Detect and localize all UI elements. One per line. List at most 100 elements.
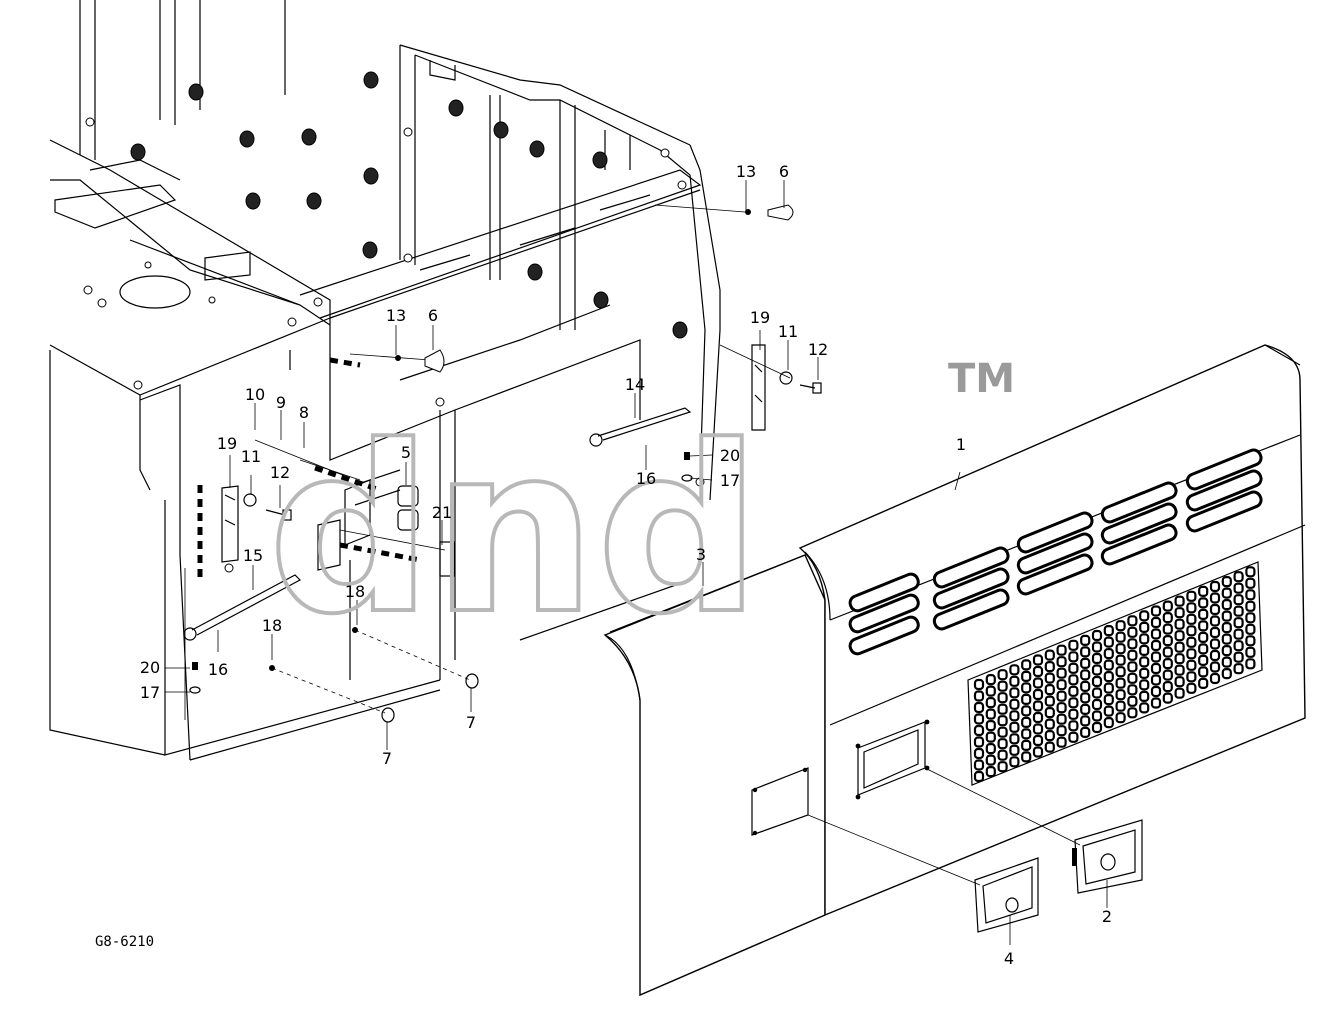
grille-hole [1186, 602, 1197, 614]
callout-17-left: 17 [140, 683, 160, 702]
grille-hole [997, 715, 1008, 727]
grille-hole [985, 719, 996, 732]
grille-hole [1056, 656, 1067, 668]
callout-13-top: 13 [736, 162, 756, 181]
grille-hole [1245, 612, 1256, 624]
grille-hole [1115, 643, 1126, 655]
door-panel-1 [798, 344, 1306, 917]
grille-hole [1021, 682, 1032, 694]
callout-12-left: 12 [270, 463, 290, 482]
grille-hole [985, 685, 996, 697]
grille-hole [997, 726, 1008, 738]
grille-hole [1209, 580, 1221, 593]
grille-hole [1150, 605, 1162, 617]
grille-hole [1233, 640, 1244, 652]
grille-hole [1009, 756, 1020, 768]
grille-hole [1080, 669, 1091, 681]
grille-hole [1150, 639, 1162, 652]
grille-hole [1068, 685, 1079, 697]
callout-11-right: 11 [778, 322, 798, 341]
callout-19-left: 19 [217, 434, 237, 453]
grille-hole [1009, 664, 1020, 676]
grille-hole [1150, 697, 1162, 709]
grille-hole [1091, 652, 1103, 665]
grille-hole [1127, 672, 1138, 684]
grille-hole [1032, 665, 1044, 678]
grille-hole [1174, 630, 1185, 642]
grille-hole [1162, 623, 1173, 635]
grille-hole [973, 747, 985, 760]
trademark-mark: TM [948, 356, 1015, 402]
grille-hole [1139, 610, 1150, 622]
grille-hole [973, 759, 985, 771]
grille-hole [1186, 648, 1197, 660]
grille-hole [1245, 646, 1256, 658]
grille-hole [1186, 625, 1197, 637]
grille-hole [1032, 711, 1044, 724]
grille-hole [1032, 723, 1044, 735]
grille-hole [1009, 721, 1020, 733]
grille-hole [1198, 666, 1209, 678]
grille-hole [985, 742, 996, 755]
callout-11-left: 11 [241, 447, 261, 466]
callout-17-right: 17 [720, 471, 740, 490]
grille-hole [1115, 654, 1126, 666]
callout-13-mid: 13 [386, 306, 406, 325]
grille-hole [1021, 728, 1032, 740]
grille-hole [1162, 600, 1173, 612]
grille-hole [1127, 695, 1138, 707]
grille-hole [1103, 659, 1114, 671]
grille-hole [1044, 718, 1055, 730]
grille-hole [1221, 575, 1232, 588]
callout-18-left: 18 [262, 616, 282, 635]
grille-hole [1186, 659, 1197, 671]
grille-hole [1080, 715, 1091, 727]
grille-hole [1091, 710, 1103, 722]
grille-hole [985, 765, 996, 778]
callout-10: 10 [245, 385, 265, 404]
grille-hole [1233, 571, 1244, 583]
grille-hole [1056, 725, 1067, 737]
grille-hole [1044, 683, 1055, 696]
grille-hole [1021, 705, 1032, 717]
callout-15: 15 [243, 546, 263, 565]
grille-hole [1174, 687, 1185, 699]
drawing-code: G8-6210 [95, 934, 154, 950]
grille-hole [1068, 674, 1079, 686]
grille-hole [1080, 692, 1091, 704]
grille-hole [1009, 710, 1020, 722]
grille-hole [1221, 633, 1232, 645]
callout-14: 14 [625, 375, 645, 394]
grille-hole [1186, 636, 1197, 648]
grille-hole [1115, 666, 1126, 678]
grille-hole [1221, 587, 1232, 599]
grille-hole [1021, 716, 1032, 729]
callout-19-right: 19 [750, 308, 770, 327]
callout-12-right: 12 [808, 340, 828, 359]
grille-hole [997, 749, 1008, 761]
grille-hole [1103, 716, 1114, 729]
grille-hole [1209, 638, 1221, 650]
grille-hole [985, 708, 996, 720]
grille-hole [1209, 615, 1221, 627]
grille-hole [1115, 700, 1126, 712]
grille-hole [1009, 698, 1020, 710]
grille-hole [997, 692, 1008, 704]
perforated-grille [967, 561, 1263, 786]
grille-hole [985, 673, 996, 686]
grille-hole [1091, 698, 1103, 711]
callout-labels: 1 2 3 4 5 6 6 7 7 8 9 10 11 11 12 12 13 … [140, 162, 1112, 968]
grille-hole [1091, 629, 1103, 642]
grille-hole [1186, 682, 1197, 694]
frame-structure [49, 0, 721, 761]
grille-hole [1056, 644, 1067, 656]
grille-hole [1009, 687, 1020, 699]
grille-hole [1080, 703, 1091, 716]
grille-hole [1233, 617, 1244, 629]
grille-hole [973, 724, 985, 737]
grille-hole [1198, 643, 1209, 655]
latch-handle-4 [807, 814, 1039, 933]
grille-hole [1198, 677, 1209, 690]
callout-20-right: 20 [720, 446, 740, 465]
